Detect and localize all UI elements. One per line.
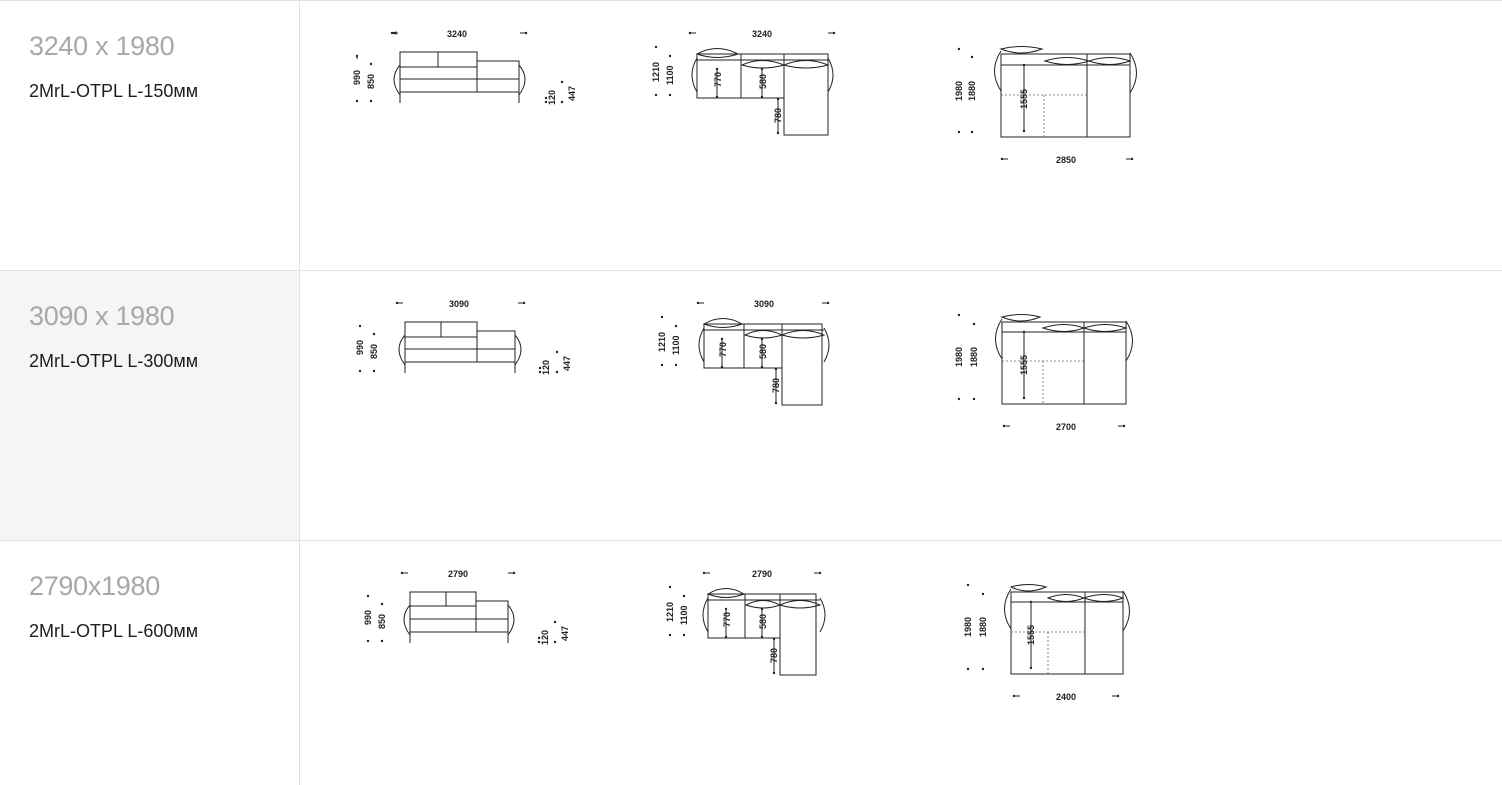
front-leg-height-label: 120 [540, 630, 550, 645]
sofa-size-row: 3090 x 1980 2MrL-OTPL L-300мм 3090 990 8… [0, 270, 1502, 540]
front-height-label: 990 [352, 70, 362, 85]
chaise-extension-label: 780 [773, 108, 783, 123]
seat-depth-label: 770 [713, 72, 723, 87]
front-back-height-label: 850 [377, 614, 387, 629]
front-back-height-label: 850 [366, 74, 376, 89]
model-code: 2MrL-OTPL L-600мм [29, 621, 199, 641]
front-seat-height-label: 447 [567, 86, 577, 101]
corner-height-label: 1210 [651, 62, 661, 82]
corner-back-height-label: 1100 [671, 335, 681, 355]
diagram-cell: 3090 990 850 120 447 3090 [300, 271, 1502, 540]
seat-inner-label: 580 [758, 344, 768, 359]
front-height-label: 990 [355, 340, 365, 355]
front-width-label: 2790 [448, 569, 468, 579]
front-view-diagram: 3240 990 850 120 447 [352, 29, 577, 105]
corner-view-diagram: 3090 1210 1100 770 580 780 [657, 299, 830, 406]
corner-height-label: 1210 [665, 602, 675, 622]
seat-inner-label: 580 [758, 74, 768, 89]
model-code: 2MrL-OTPL L-150мм [29, 81, 199, 101]
sleeping-length-label: 1555 [1019, 89, 1029, 109]
corner-view-diagram: 3240 1210 1100 770 580 780 [651, 29, 836, 136]
bed-width-label: 2400 [1056, 692, 1076, 702]
bed-inner-depth-label: 1880 [967, 81, 977, 101]
front-view-diagram: 3090 990 850 120 447 [355, 299, 572, 375]
sleeping-length-label: 1555 [1019, 355, 1029, 375]
diagram-cell: 2790 990 850 120 447 2790 [300, 541, 1502, 785]
sofa-size-row: 2790x1980 2MrL-OTPL L-600мм 2790 990 850… [0, 540, 1502, 785]
front-back-height-label: 850 [369, 344, 379, 359]
model-code: 2MrL-OTPL L-300мм [29, 351, 199, 371]
front-leg-height-label: 120 [547, 90, 557, 105]
corner-back-height-label: 1100 [665, 65, 675, 85]
front-seat-height-label: 447 [560, 626, 570, 641]
bed-view-diagram: 1980 1880 1555 2850 [954, 46, 1137, 165]
bed-width-label: 2700 [1056, 422, 1076, 432]
bed-depth-label: 1980 [954, 81, 964, 101]
size-title: 3090 x 1980 [29, 301, 175, 331]
bed-view-diagram: 1980 1880 1555 2400 [963, 583, 1130, 702]
size-title: 3240 x 1980 [29, 31, 175, 61]
row-label-cell: 3090 x 1980 2MrL-OTPL L-300мм [0, 271, 300, 540]
seat-depth-label: 770 [718, 342, 728, 357]
corner-back-height-label: 1100 [679, 605, 689, 625]
front-width-label: 3090 [449, 299, 469, 309]
front-height-label: 990 [363, 610, 373, 625]
corner-view-diagram: 2790 1210 1100 770 580 780 [665, 569, 826, 676]
row-label-cell: 3240 x 1980 2MrL-OTPL L-150мм [0, 1, 300, 270]
chaise-extension-label: 780 [769, 648, 779, 663]
corner-width-label: 3240 [752, 29, 772, 39]
sofa-size-row: 3240 x 1980 2MrL-OTPL L-150мм 3240 990 8… [0, 0, 1502, 270]
seat-inner-label: 580 [758, 614, 768, 629]
corner-width-label: 2790 [752, 569, 772, 579]
front-view-diagram: 2790 990 850 120 447 [363, 569, 570, 645]
chaise-extension-label: 780 [771, 378, 781, 393]
front-seat-height-label: 447 [562, 356, 572, 371]
bed-inner-depth-label: 1880 [978, 617, 988, 637]
bed-width-label: 2850 [1056, 155, 1076, 165]
seat-depth-label: 770 [722, 612, 732, 627]
bed-depth-label: 1980 [963, 617, 973, 637]
bed-depth-label: 1980 [954, 347, 964, 367]
front-width-label: 3240 [447, 29, 467, 39]
corner-width-label: 3090 [754, 299, 774, 309]
row-label-cell: 2790x1980 2MrL-OTPL L-600мм [0, 541, 300, 785]
bed-inner-depth-label: 1880 [969, 347, 979, 367]
bed-view-diagram: 1980 1880 1555 2700 [954, 313, 1133, 432]
size-title: 2790x1980 [29, 571, 160, 601]
diagram-cell: 3240 990 850 120 447 3240 [300, 1, 1502, 270]
sleeping-length-label: 1555 [1026, 625, 1036, 645]
corner-height-label: 1210 [657, 332, 667, 352]
front-leg-height-label: 120 [541, 360, 551, 375]
